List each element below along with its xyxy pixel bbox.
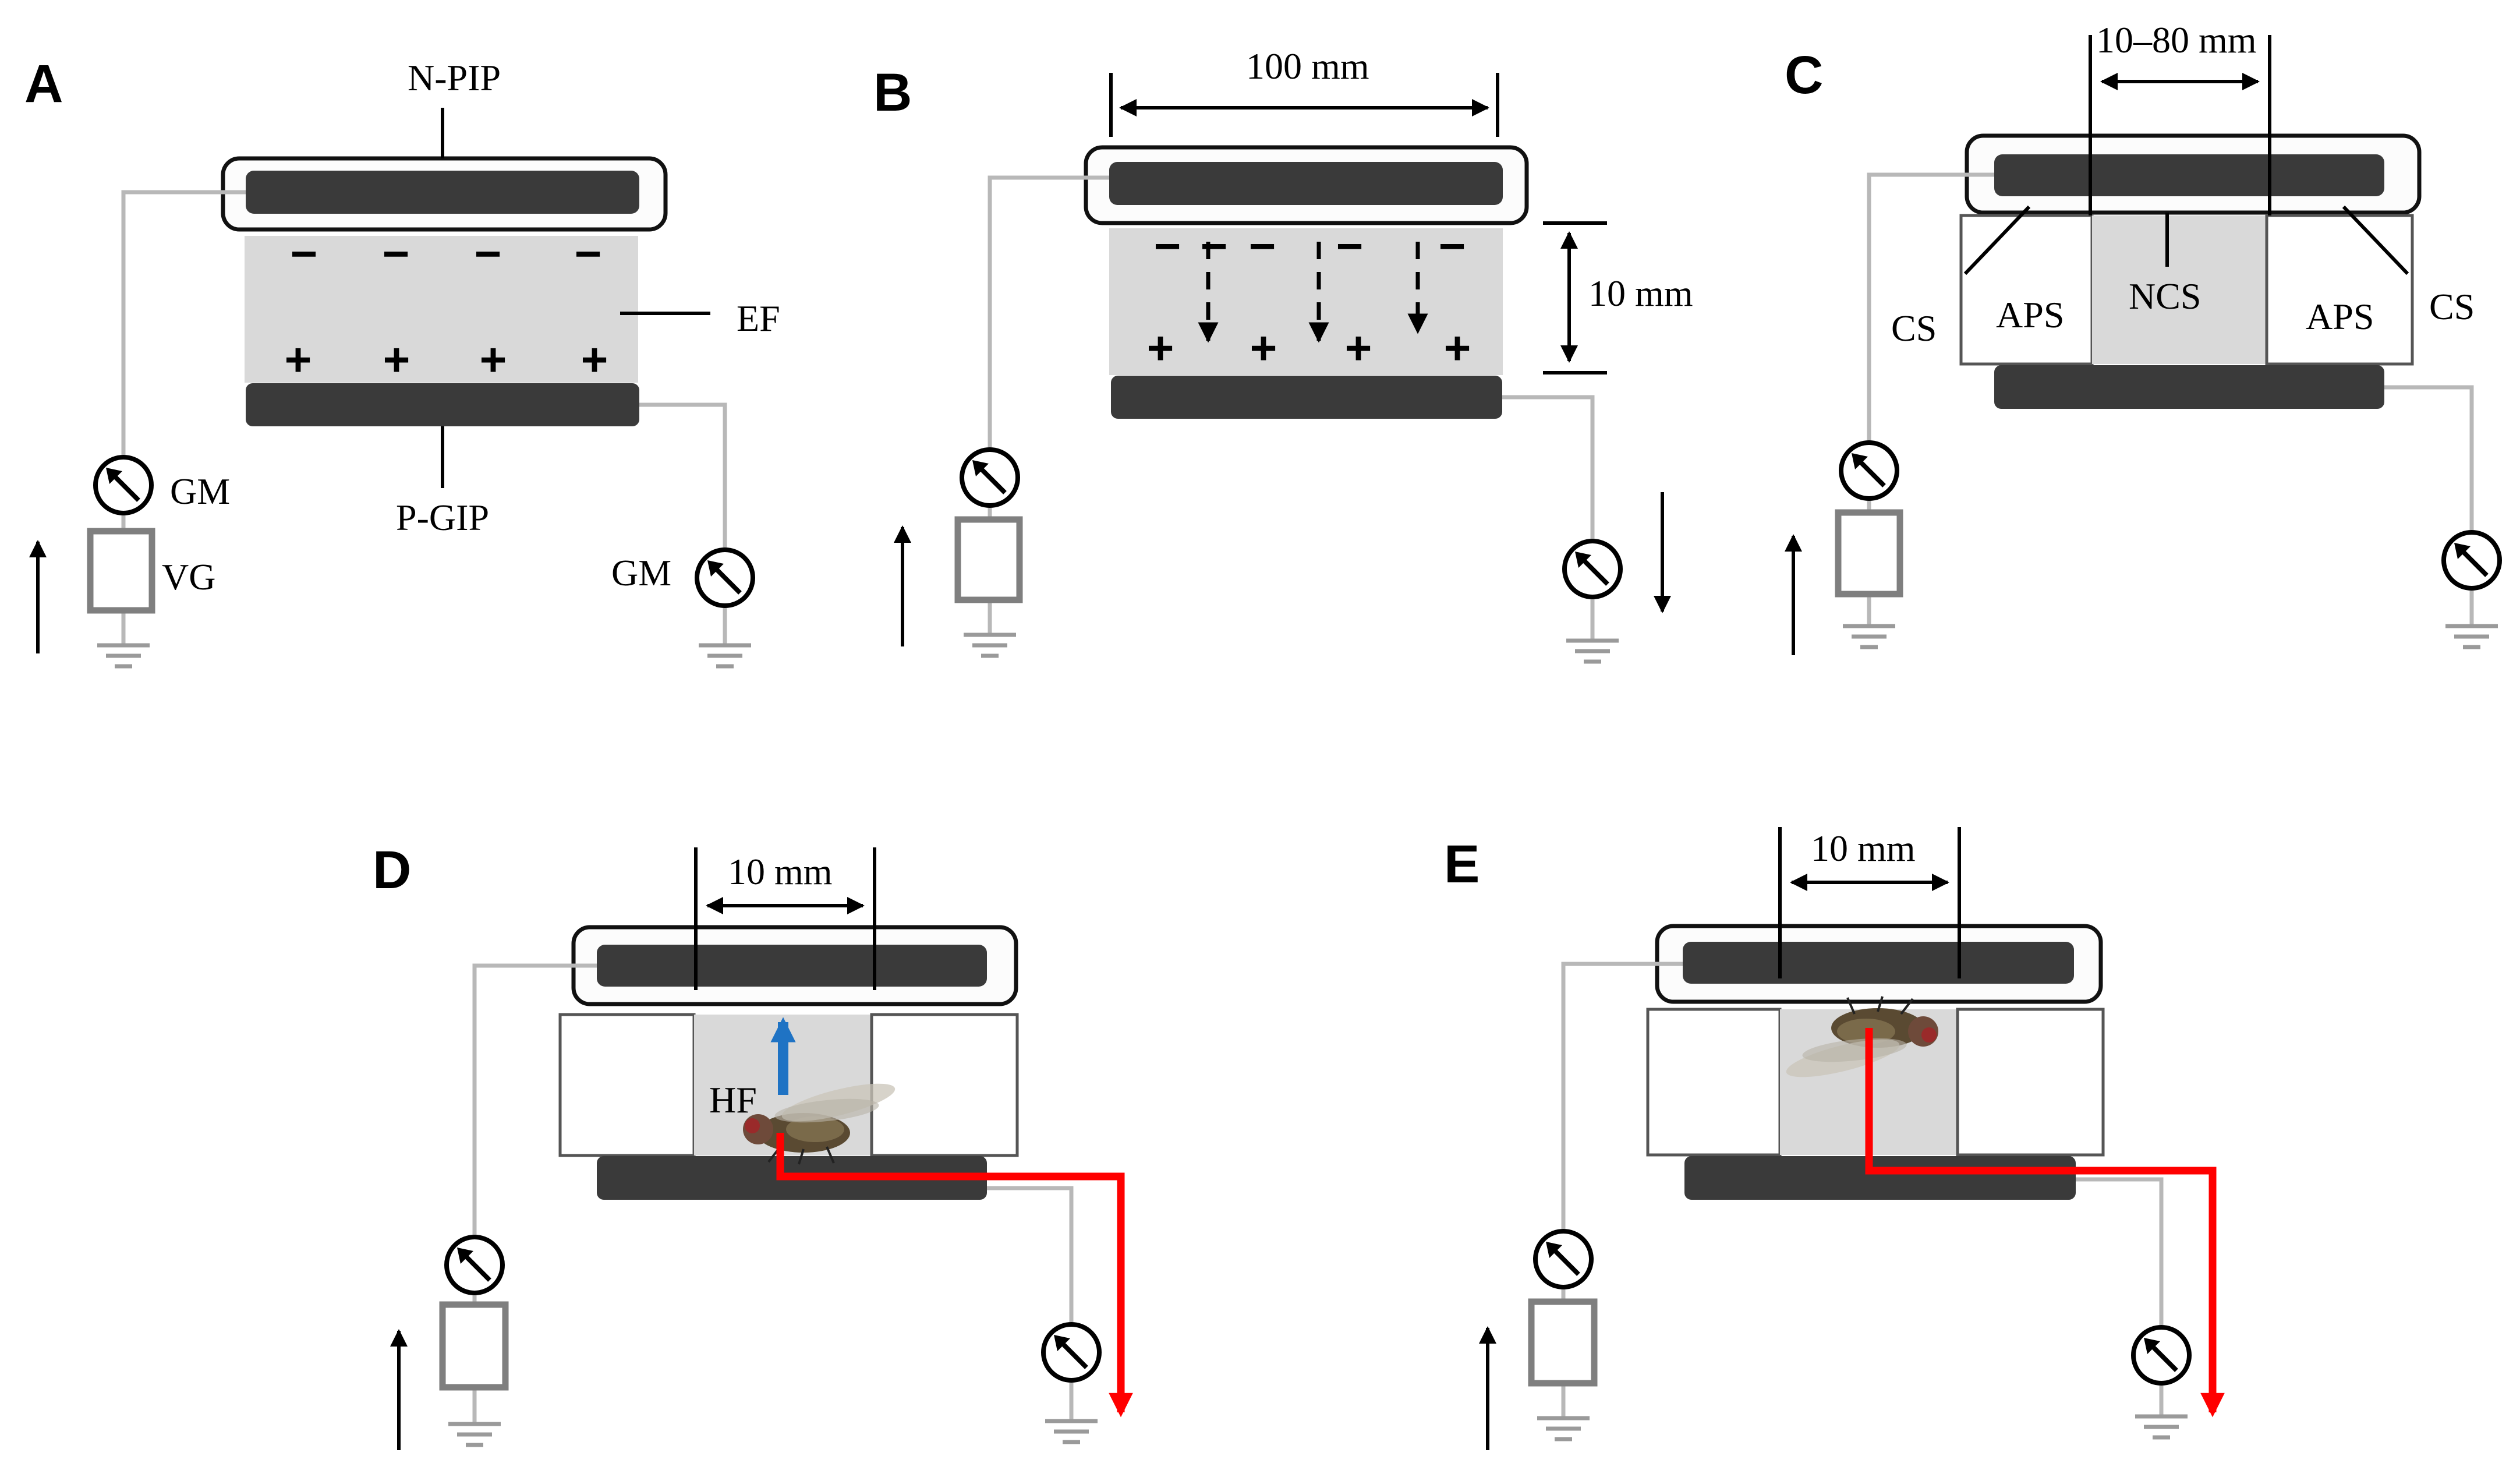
neg-sign: − bbox=[291, 228, 318, 280]
pos-sign: + bbox=[383, 334, 410, 386]
width-dim-label-d: 10 mm bbox=[728, 851, 833, 892]
galvanometer-icon bbox=[2444, 532, 2500, 588]
current-path bbox=[1865, 1028, 2225, 1418]
cs-left-label: CS bbox=[1891, 308, 1937, 349]
neg-sign: − bbox=[1201, 220, 1228, 272]
panel-b: B 100 mm − − − − − + + + + 10 mm bbox=[873, 45, 1693, 662]
galvanometer-icon bbox=[447, 1237, 502, 1293]
top-electrode-a bbox=[246, 171, 639, 214]
bottom-electrode-a bbox=[246, 383, 639, 426]
panel-label-c: C bbox=[1785, 45, 1823, 105]
top-electrode-e bbox=[1683, 942, 2074, 984]
panel-a: A − − − − + + + + N-PIP EF P-GIP GM VG G… bbox=[24, 54, 780, 666]
galvanometer-icon bbox=[1535, 1231, 1591, 1287]
galvanometer-icon bbox=[95, 457, 151, 513]
voltage-generator bbox=[1835, 509, 1903, 598]
aps-left bbox=[1959, 214, 2094, 366]
neg-sign: − bbox=[475, 228, 502, 280]
support-right bbox=[870, 1013, 1019, 1157]
pos-sign: + bbox=[480, 334, 507, 386]
neg-sign: − bbox=[1336, 220, 1364, 272]
gap-dim-label-b: 10 mm bbox=[1588, 273, 1693, 314]
bottom-electrode-c bbox=[1994, 365, 2384, 409]
galvanometer-icon bbox=[1565, 541, 1620, 597]
ef-label: EF bbox=[737, 298, 780, 339]
ground-icon bbox=[2445, 626, 2498, 647]
neg-sign: − bbox=[1439, 220, 1466, 272]
ground-icon bbox=[97, 645, 150, 666]
voltage-generator bbox=[439, 1301, 509, 1391]
top-electrode-d bbox=[597, 945, 987, 987]
ground-icon bbox=[1045, 1421, 1098, 1442]
support-left bbox=[558, 1013, 696, 1157]
voltage-generator bbox=[1528, 1298, 1598, 1387]
width-dim-label-b: 100 mm bbox=[1246, 45, 1369, 87]
galvanometer-icon bbox=[2133, 1327, 2189, 1383]
panel-label-e: E bbox=[1444, 835, 1480, 894]
pos-sign: + bbox=[1345, 322, 1372, 374]
ground-icon bbox=[1843, 626, 1895, 647]
galvanometer-icon bbox=[1043, 1324, 1099, 1380]
aps-left-label: APS bbox=[1996, 294, 2064, 335]
electric-field-a bbox=[245, 236, 638, 383]
panel-label-a: A bbox=[24, 54, 63, 114]
support-right bbox=[1956, 1008, 2105, 1157]
neg-sign: − bbox=[1249, 220, 1276, 272]
galvanometer-icon bbox=[962, 450, 1018, 506]
bottom-electrode-e bbox=[1684, 1156, 2076, 1200]
vg-label: VG bbox=[162, 556, 215, 598]
cs-right-label: CS bbox=[2429, 286, 2475, 327]
gm-label-left: GM bbox=[170, 471, 230, 512]
ground-icon bbox=[2135, 1416, 2188, 1437]
pos-sign: + bbox=[1147, 322, 1174, 374]
ground-icon bbox=[699, 645, 751, 666]
neg-sign: − bbox=[383, 228, 410, 280]
panel-c: C 10–80 mm APS NCS APS CS CS bbox=[1785, 19, 2500, 655]
galvanometer-icon bbox=[1841, 443, 1897, 499]
aps-right-label: APS bbox=[2306, 296, 2374, 337]
panel-label-d: D bbox=[373, 840, 411, 900]
electric-field-b bbox=[1109, 228, 1503, 375]
pos-sign: + bbox=[285, 334, 312, 386]
panel-d: D 10 mm HF bbox=[373, 840, 1133, 1450]
current-path bbox=[776, 1133, 1133, 1418]
voltage-generator bbox=[87, 528, 155, 614]
pos-sign: + bbox=[1250, 322, 1277, 374]
width-dim-label-c: 10–80 mm bbox=[2096, 19, 2257, 61]
panel-e: E 10 mm bbox=[1444, 827, 2225, 1450]
ncs-label: NCS bbox=[2129, 275, 2202, 317]
panel-label-b: B bbox=[873, 63, 912, 122]
gm-label-right: GM bbox=[611, 552, 671, 593]
bottom-electrode-b bbox=[1111, 376, 1502, 419]
pos-sign: + bbox=[581, 334, 608, 386]
voltage-generator bbox=[954, 516, 1023, 603]
width-dim-label-e: 10 mm bbox=[1811, 828, 1916, 869]
support-left bbox=[1646, 1008, 1782, 1157]
pos-sign: + bbox=[1444, 322, 1471, 374]
neg-sign: − bbox=[575, 228, 602, 280]
galvanometer-icon bbox=[697, 550, 753, 606]
p-gip-label: P-GIP bbox=[396, 497, 489, 538]
aps-right bbox=[2265, 214, 2414, 366]
n-pip-label: N-PIP bbox=[408, 57, 501, 98]
ground-icon bbox=[1566, 641, 1619, 662]
ncs-center bbox=[2092, 215, 2267, 364]
neg-sign: − bbox=[1154, 220, 1181, 272]
ground-icon bbox=[1537, 1418, 1590, 1439]
hf-label: HF bbox=[709, 1079, 757, 1121]
top-electrode-b bbox=[1109, 162, 1503, 205]
ground-icon bbox=[964, 635, 1016, 656]
ground-icon bbox=[448, 1424, 501, 1445]
top-electrode-c bbox=[1994, 154, 2384, 196]
